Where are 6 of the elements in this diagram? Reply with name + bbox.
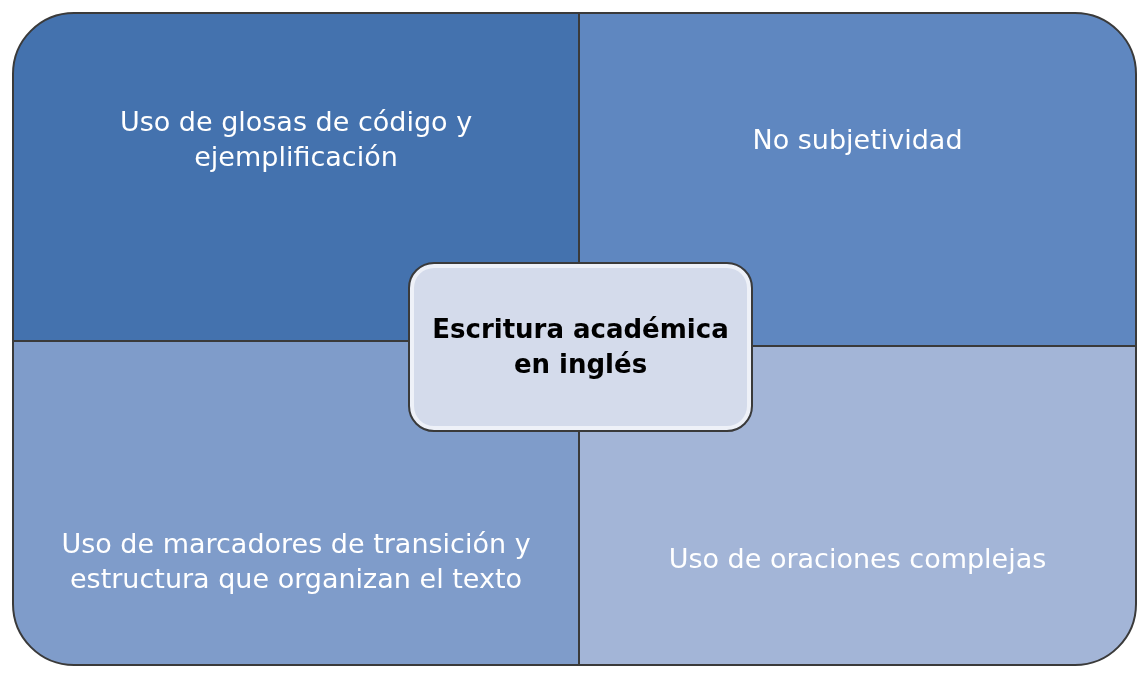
panel-text: Uso de marcadores de transición y estructura que organizan el texto <box>60 526 532 596</box>
topic-title: Escritura académica en inglés <box>431 312 730 381</box>
center-box <box>408 262 753 432</box>
panel-text: No subjetividad <box>752 123 963 157</box>
panel-text: Uso de oraciones complejas <box>668 541 1047 576</box>
panel-text: Uso de glosas de código y ejemplificación <box>118 105 474 175</box>
